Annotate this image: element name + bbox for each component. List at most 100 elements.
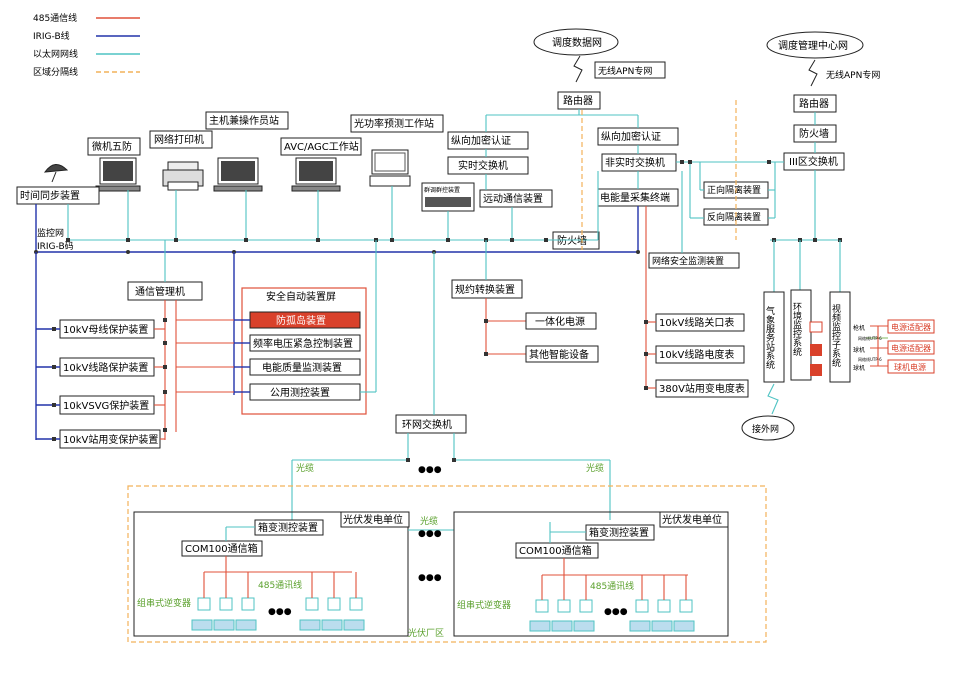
- junction: [52, 403, 56, 407]
- junction: [680, 160, 684, 164]
- junction: [390, 238, 394, 242]
- protection-device-label: 10kV站用变保护装置: [63, 433, 158, 446]
- auth2-label: 纵向加密认证: [601, 130, 661, 143]
- dispatch-network-label: 调度数据网: [552, 36, 602, 49]
- external-net-cloud: [741, 415, 795, 441]
- inverter-icon: [241, 597, 255, 611]
- wireless-link-icon: [573, 55, 583, 83]
- dispatch-network-cloud: [533, 28, 619, 56]
- legend-irig-label: IRIG-B线: [33, 30, 70, 42]
- five-prevention-computer-icon: [95, 157, 141, 192]
- junction: [244, 238, 248, 242]
- telecontrol-label: 远动通信装置: [483, 192, 543, 205]
- pv-panel-icon: [629, 620, 651, 632]
- junction: [163, 365, 167, 369]
- inverter-icon: [219, 597, 233, 611]
- legend-zone-label: 区域分隔线: [33, 66, 78, 78]
- center-firewall-label: 防火墙: [799, 127, 829, 140]
- pv-unit-title-box: [659, 511, 729, 528]
- inverter-icon: [535, 599, 549, 613]
- junction: [163, 428, 167, 432]
- pv-panel-icon: [529, 620, 551, 632]
- irig-code-label: IRIG-B码: [37, 241, 74, 252]
- dome-camera-icon: [810, 344, 822, 356]
- junction: [544, 238, 548, 242]
- auth1-box: [447, 131, 529, 150]
- inverter-icon: [657, 599, 671, 613]
- workstation-label: 主机兼操作员站: [209, 114, 279, 127]
- rs485-line-label: 485通讯线: [258, 579, 302, 591]
- junction: [644, 352, 648, 356]
- printer-label: 网络打印机: [154, 133, 204, 146]
- junction: [510, 238, 514, 242]
- dome-camera-icon: [810, 364, 822, 376]
- com-box: [515, 542, 599, 559]
- video-system-box: [829, 291, 851, 383]
- wireless-link-icon: [808, 59, 818, 87]
- camera-icon: [809, 321, 823, 333]
- ring-switch-ellipsis: ●●●: [418, 465, 442, 475]
- protocol-label: 规约转换装置: [455, 283, 515, 296]
- protection-device-label: 10kV母线保护装置: [63, 323, 148, 336]
- meter-label: 10kV线路关口表: [659, 316, 734, 329]
- safety-panel: [241, 287, 367, 415]
- five-prevention-title-box: [87, 137, 141, 156]
- monitor-net-label: 监控网: [37, 227, 64, 239]
- junction: [452, 458, 456, 462]
- gun-camera-label: 枪机: [853, 324, 865, 332]
- pv-unit: 光伏发电单位 箱变测控装置 COM100通信箱 485通讯线 组串式逆变器 ●●…: [453, 511, 729, 637]
- pv-panel-icon: [673, 620, 695, 632]
- env-system-box: [790, 289, 812, 381]
- meters: 10kV线路关口表 10kV线路电度表 380V站用变电度表: [644, 313, 749, 398]
- inverter-label: 组串式逆变器: [137, 597, 191, 609]
- junction: [767, 160, 771, 164]
- network-cable-label: 网络线UTP-6: [858, 335, 882, 341]
- inverter-label: 组串式逆变器: [457, 599, 511, 611]
- box-ctrl-label: 箱变测控装置: [258, 521, 318, 534]
- pv-panel-icon: [573, 620, 595, 632]
- junction: [644, 386, 648, 390]
- box-ctrl-label: 箱变测控装置: [589, 526, 649, 539]
- rs485-line-label: 485通讯线: [590, 580, 634, 592]
- safety-item-label: 防孤岛装置: [276, 314, 326, 327]
- junction: [52, 437, 56, 441]
- pv-unit-frame: [453, 511, 729, 637]
- pv-panel-icon: [191, 619, 213, 631]
- junction: [636, 250, 640, 254]
- protection-device-label: 10kVSVG保护装置: [63, 399, 149, 412]
- center-router-label: 路由器: [799, 97, 829, 110]
- network-cable-label: 网络线UTP-6: [858, 356, 882, 362]
- pv-panel-icon: [213, 619, 235, 631]
- printer-title-box: [149, 130, 213, 149]
- pv-zone: [127, 485, 767, 643]
- pv-unit-frame: [133, 511, 409, 637]
- external-net-label: 接外网: [752, 423, 779, 435]
- center-network-label: 调度管理中心网: [778, 39, 848, 52]
- junction: [163, 318, 167, 322]
- legend-rs485-label: 485通信线: [33, 12, 77, 24]
- pv-panel-icon: [299, 619, 321, 631]
- env-system-label: 环境监控系统: [791, 302, 802, 357]
- rev-iso-label: 反向隔离装置: [707, 211, 761, 223]
- rt-switch-label: 实时交换机: [458, 159, 508, 172]
- five-prevention-label: 微机五防: [92, 140, 132, 153]
- other-devices-label: 其他智能设备: [529, 348, 589, 361]
- inverter-icon: [197, 597, 211, 611]
- energy-terminal-label: 电能量采集终端: [600, 191, 670, 204]
- adapter-box: [887, 340, 935, 355]
- inverter-icon: [327, 597, 341, 611]
- meter-label: 380V站用变电度表: [659, 382, 745, 395]
- legend-ethernet-label: 以太网网线: [33, 48, 78, 60]
- avc-label: AVC/AGC工作站: [284, 140, 359, 153]
- inverter-row: [191, 572, 365, 631]
- inverter-row: [529, 575, 695, 632]
- com-box-label: COM100通信箱: [519, 544, 592, 557]
- dispatch-apn-label: 无线APN专网: [598, 65, 652, 77]
- safety-item-label: 公用测控装置: [270, 386, 330, 399]
- fiber-label: 光缆: [296, 462, 314, 474]
- protection-device-label: 10kV线路保护装置: [63, 361, 148, 374]
- workstation-title-box: [205, 111, 289, 130]
- safety-panel-title: 安全自动装置屏: [266, 290, 336, 303]
- pv-unit-title: 光伏发电单位: [662, 513, 722, 526]
